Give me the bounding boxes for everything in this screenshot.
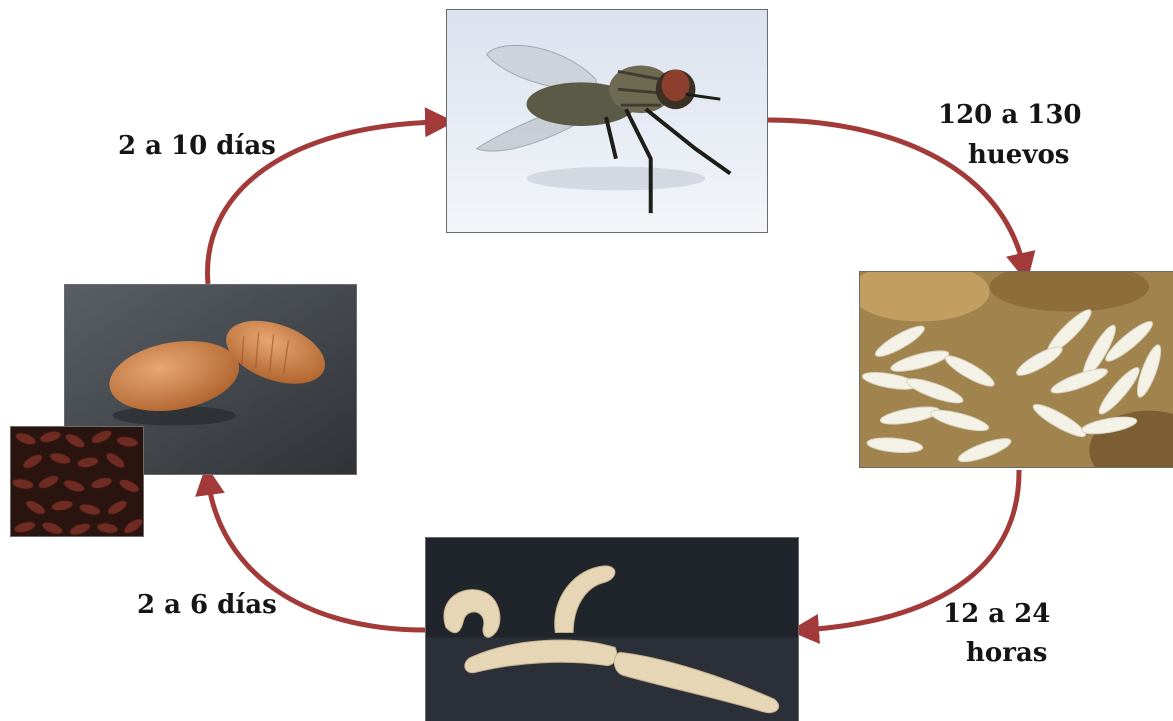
larvae-photo [425,537,799,721]
label-adult-to-eggs-count: 120 a 130 [938,100,1082,131]
label-eggs-to-larvae-time: 12 a 24 [943,599,1050,630]
label-adult-to-eggs-unit: huevos [968,140,1069,171]
housefly-photo [446,9,768,233]
label-larvae-to-pupae: 2 a 6 días [137,590,277,621]
label-pupae-to-adult: 2 a 10 días [118,131,276,162]
pupae-cluster-photo [10,426,144,537]
label-eggs-to-larvae-unit: horas [966,638,1047,669]
eggs-photo [859,271,1173,468]
